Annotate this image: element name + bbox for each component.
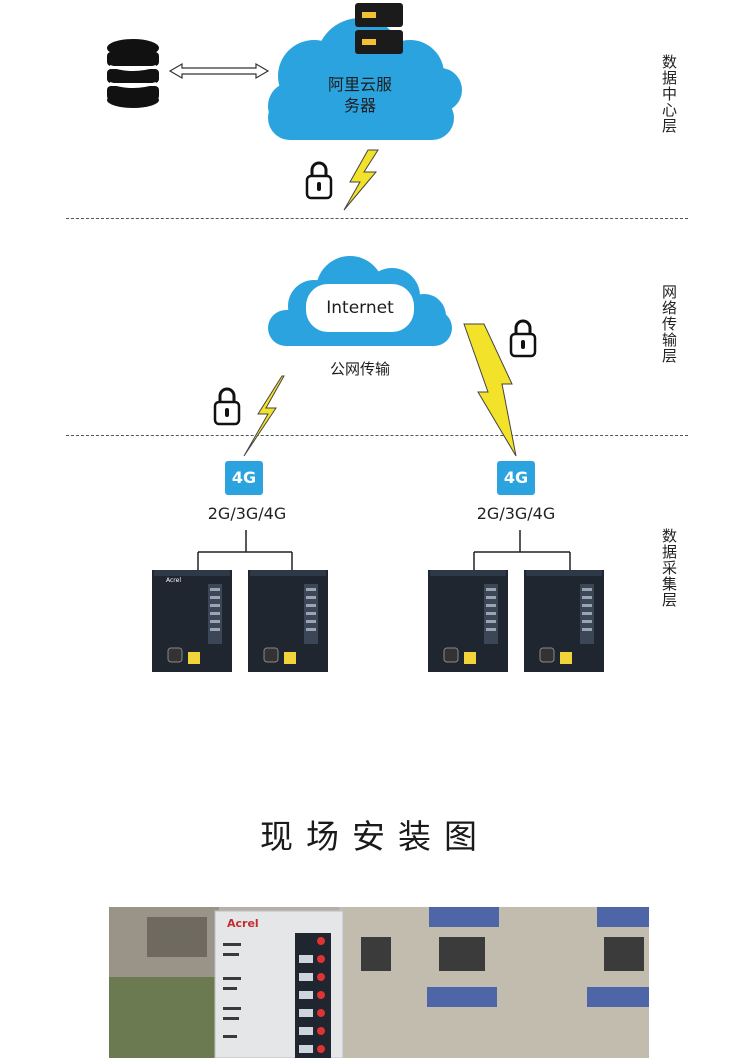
meter-device	[428, 570, 508, 672]
lock-icon	[213, 387, 241, 426]
bidirectional-arrow-icon	[168, 62, 270, 80]
lock-icon	[305, 161, 333, 200]
device-brand-text: Acrel	[166, 577, 181, 584]
site-installation-photo: Acrel	[109, 907, 649, 1058]
layer-label-collection: 数据采集层	[660, 528, 678, 608]
meter-device	[524, 570, 604, 672]
layer-label-network: 网络传输层	[660, 284, 678, 364]
layer-label-data-center: 数据中心层	[660, 54, 678, 134]
lightning-bolt-icon	[463, 323, 517, 457]
public-network-caption: 公网传输	[329, 360, 390, 378]
device-connection-lines	[197, 530, 571, 572]
internet-label: Internet	[326, 298, 394, 318]
database-icon	[107, 39, 159, 108]
lock-icon	[509, 319, 537, 358]
server-rack-icon	[355, 3, 403, 54]
cloud-server-label-line2: 务器	[343, 96, 376, 115]
gateway-speed-label: 2G/3G/4G	[207, 504, 287, 523]
cloud-server-icon	[268, 18, 462, 140]
meter-device-group-left: Acrel	[152, 570, 328, 672]
meter-device: Acrel	[152, 570, 232, 672]
site-photo-scene: Acrel	[109, 907, 649, 1058]
meter-device	[248, 570, 328, 672]
layer-divider-top	[66, 218, 688, 219]
device-brand-text: Acrel	[227, 917, 259, 930]
meter-device-group-right	[428, 570, 604, 672]
internet-cloud-inner	[306, 284, 414, 332]
gateway-4g-badge: 4G	[497, 461, 535, 495]
gateway-speed-label: 2G/3G/4G	[476, 504, 556, 523]
section-title: 现场安装图	[260, 817, 490, 856]
lightning-bolt-icon	[243, 375, 285, 457]
lightning-bolt-icon	[343, 149, 379, 211]
gateway-4g-badge: 4G	[225, 461, 263, 495]
layer-divider-bottom	[66, 435, 688, 436]
cloud-server-label-line1: 阿里云服	[327, 75, 392, 94]
